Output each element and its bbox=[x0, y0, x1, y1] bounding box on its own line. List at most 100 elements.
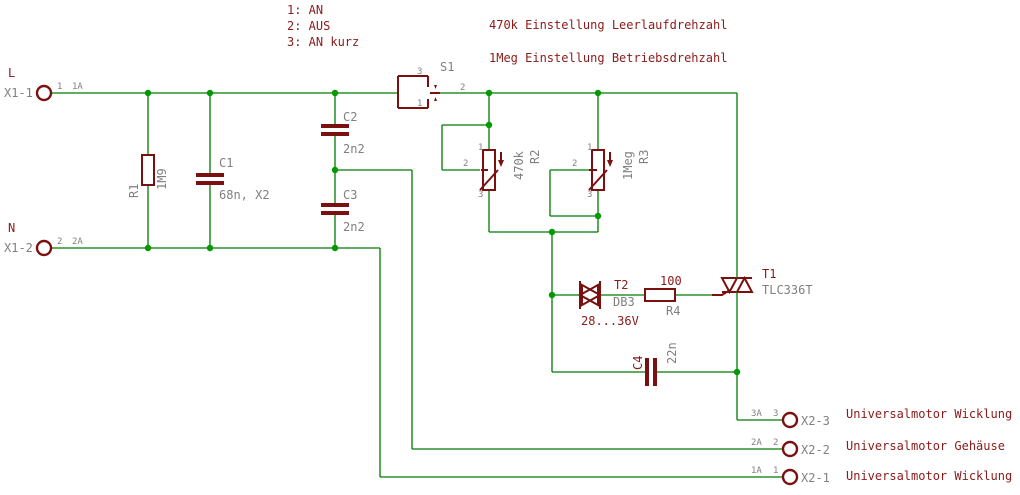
c2-value: 2n2 bbox=[343, 142, 365, 156]
x2-1-pad: 1A bbox=[751, 466, 762, 476]
t2-value: DB3 bbox=[613, 295, 635, 309]
r3-pin-2: 2 bbox=[572, 159, 577, 169]
junction-dot bbox=[144, 89, 152, 97]
r3-pin-3: 3 bbox=[587, 190, 592, 200]
r1-name: R1 bbox=[127, 184, 141, 198]
x2-2-pin: 2 bbox=[773, 438, 778, 448]
t2-name: T2 bbox=[614, 278, 628, 292]
note-switch-position: 1: AN bbox=[287, 3, 323, 17]
x1-1-pin: 1 bbox=[57, 82, 62, 92]
neutral-label: N bbox=[8, 221, 15, 235]
resistor-r1: R1 1M9 bbox=[127, 154, 169, 198]
triac-gate bbox=[712, 289, 731, 296]
x1-1-label: X1-1 bbox=[4, 86, 33, 100]
capacitor-c4: C4 22n bbox=[631, 342, 679, 386]
x2-2-description: Universalmotor Gehäuse bbox=[846, 439, 1005, 453]
r4-value: 100 bbox=[660, 274, 682, 288]
s1-pin-3: 3 bbox=[417, 67, 422, 77]
r2-pin-1: 1 bbox=[478, 143, 483, 153]
x2-1-pin: 1 bbox=[773, 466, 778, 476]
capacitor-plate bbox=[321, 132, 349, 136]
resistor-body bbox=[141, 154, 155, 186]
connector-x1-2: X1-2 2 2A bbox=[4, 237, 83, 257]
capacitor-plate bbox=[321, 124, 349, 128]
terminal-circle bbox=[35, 239, 53, 257]
x1-2-pad: 2A bbox=[72, 237, 83, 247]
notes: 1: AN 2: AUS 3: AN kurz 470k Einstellung… bbox=[287, 3, 727, 65]
r4-name: R4 bbox=[666, 304, 680, 318]
junction-dot bbox=[485, 89, 493, 97]
wiper-arrow-head bbox=[607, 160, 613, 167]
r3-value: 1Meg bbox=[621, 151, 635, 180]
x2-3-description: Universalmotor Wicklung bbox=[846, 407, 1012, 421]
capacitor-plate bbox=[321, 211, 349, 215]
junction-dot bbox=[594, 89, 602, 97]
junction-dot bbox=[331, 166, 339, 174]
note-switch-position: 3: AN kurz bbox=[287, 35, 359, 49]
connector-x2-1: X2-1 1A 1 Universalmotor Wicklung bbox=[751, 466, 1012, 486]
x1-2-pin: 2 bbox=[57, 237, 62, 247]
potentiometer-r3: 1 2 3 1Meg R3 bbox=[572, 143, 651, 200]
capacitor-c2: C2 2n2 bbox=[321, 110, 365, 156]
c3-name: C3 bbox=[343, 188, 357, 202]
c2-name: C2 bbox=[343, 110, 357, 124]
connector-x2-2: X2-2 2A 2 Universalmotor Gehäuse bbox=[751, 438, 1005, 458]
junction-dot bbox=[485, 121, 493, 129]
capacitor-c1: C1 68n, X2 bbox=[196, 156, 270, 202]
t1-value: TLC336T bbox=[762, 283, 813, 297]
trim-arrow-icon bbox=[479, 169, 499, 191]
junction-dot bbox=[548, 291, 556, 299]
x2-3-label: X2-3 bbox=[801, 414, 830, 428]
switch-s1: S1 3 1 2 bbox=[397, 60, 465, 109]
diac-triangle-icon bbox=[581, 283, 603, 307]
terminal-circle bbox=[781, 440, 799, 458]
c3-value: 2n2 bbox=[343, 220, 365, 234]
connector-x1-1: X1-1 1 1A bbox=[4, 82, 83, 102]
triac-triangle-icon bbox=[735, 275, 754, 293]
wiper-arrow-head bbox=[498, 160, 504, 167]
potentiometer-r2: 1 2 3 470k R2 bbox=[463, 143, 542, 200]
r1-value: 1M9 bbox=[155, 168, 169, 190]
s1-pin-1: 1 bbox=[417, 99, 422, 109]
capacitor-plate bbox=[321, 203, 349, 207]
x2-1-description: Universalmotor Wicklung bbox=[846, 469, 1012, 483]
x2-3-pad: 3A bbox=[751, 409, 762, 419]
junction-dot bbox=[206, 89, 214, 97]
x1-1-pad: 1A bbox=[72, 82, 83, 92]
c4-value: 22n bbox=[665, 342, 679, 364]
r2-pin-3: 3 bbox=[478, 190, 483, 200]
switch-arrow-icon bbox=[434, 97, 437, 101]
junction-dot bbox=[331, 244, 339, 252]
x2-2-pad: 2A bbox=[751, 438, 762, 448]
diac-t2: T2 DB3 28...36V bbox=[577, 278, 639, 328]
wires bbox=[51, 92, 783, 478]
terminal-circle bbox=[781, 468, 799, 486]
triac-t1: T1 TLC336T bbox=[712, 267, 813, 300]
r2-pin-2: 2 bbox=[463, 159, 468, 169]
triac-triangle-icon bbox=[720, 277, 739, 295]
junction-dot bbox=[594, 212, 602, 220]
note-idle-speed: 470k Einstellung Leerlaufdrehzahl bbox=[489, 18, 727, 32]
note-switch-position: 2: AUS bbox=[287, 19, 330, 33]
terminal-circle bbox=[35, 84, 53, 102]
c1-name: C1 bbox=[219, 156, 233, 170]
note-run-speed: 1Meg Einstellung Betriebsdrehzahl bbox=[489, 51, 727, 65]
switch-arrow-icon bbox=[434, 85, 437, 89]
s1-name: S1 bbox=[440, 60, 454, 74]
junction-dot bbox=[206, 244, 214, 252]
resistor-r4: 100 R4 bbox=[644, 274, 682, 318]
capacitor-c3: C3 2n2 bbox=[321, 188, 365, 234]
resistor-body bbox=[644, 288, 676, 302]
s1-pin-2: 2 bbox=[460, 83, 465, 93]
t1-name: T1 bbox=[762, 267, 776, 281]
line-label: L bbox=[8, 66, 15, 80]
capacitor-plate bbox=[645, 358, 649, 386]
capacitor-plate bbox=[653, 358, 657, 386]
x1-2-label: X1-2 bbox=[4, 241, 33, 255]
capacitor-plate bbox=[196, 181, 224, 185]
junctions bbox=[144, 89, 741, 376]
x2-1-label: X2-1 bbox=[801, 471, 830, 485]
r3-name: R3 bbox=[637, 150, 651, 164]
